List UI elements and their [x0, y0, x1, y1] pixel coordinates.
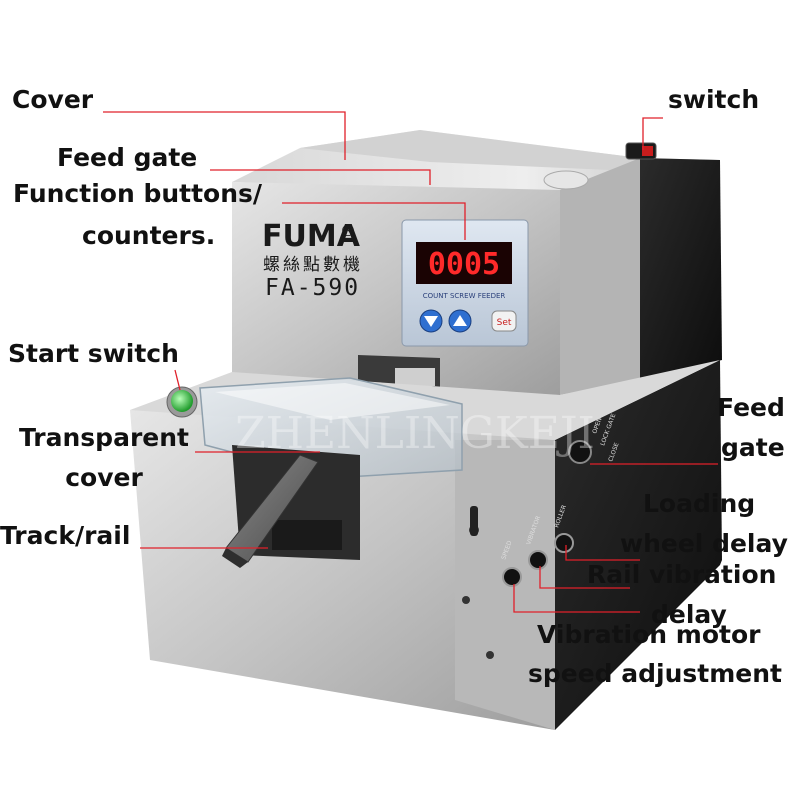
leader-switch: [642, 117, 663, 150]
label-start-switch: Start switch: [8, 339, 179, 368]
leader-lines: [103, 111, 718, 613]
inner-cavity: [272, 520, 342, 550]
watermark: ZHENLINGKEJI: [235, 408, 595, 459]
leader-function-buttons: [282, 202, 466, 240]
leader-start-switch: [174, 369, 181, 391]
upper-right-dark-side: [640, 158, 722, 380]
panel-caption: COUNT SCREW FEEDER: [423, 292, 506, 300]
speed-knob[interactable]: [502, 567, 522, 587]
track-rail: [225, 454, 319, 563]
cover-highlight: [215, 383, 450, 420]
model-text: FA-590: [265, 275, 360, 301]
label-track-rail: Track/rail: [0, 521, 131, 550]
start-switch-button[interactable]: [171, 390, 193, 412]
leader-cover: [103, 111, 346, 160]
label-switch: switch: [668, 85, 760, 114]
top-cap: [543, 170, 589, 190]
side-slot: [470, 506, 478, 536]
label-loading-wheel-2: wheel delay: [620, 529, 788, 558]
label-loading-wheel-1: Loading: [643, 489, 756, 518]
upper-front-side: [560, 158, 640, 395]
slot-bracket: [395, 368, 435, 386]
label-feed-gate-top: Feed gate: [57, 143, 198, 172]
chinese-name: 螺絲點數機: [263, 255, 363, 275]
feed-gate-knob[interactable]: [568, 440, 592, 464]
label-function-buttons-2: counters.: [82, 221, 216, 250]
up-arrow-icon: [453, 315, 467, 326]
top-face-rear: [300, 130, 640, 170]
label-feed-gate-right-2: gate: [721, 433, 785, 462]
screw-hole: [486, 651, 494, 659]
label-vibration-motor-1: Vibration motor: [537, 620, 761, 649]
registered-mark: ®: [340, 221, 356, 240]
label-transparent-cover-2: cover: [65, 463, 143, 492]
led-digits: 0005: [428, 247, 500, 282]
set-button[interactable]: [491, 310, 517, 332]
label-rail-vibration-2: delay: [651, 600, 727, 629]
leader-loading-wheel: [565, 545, 640, 561]
rocker-red-tip: [642, 146, 653, 156]
leader-rail-vibration: [539, 566, 630, 589]
label-transparent-cover-1: Transparent: [19, 423, 189, 452]
vibrator-knob[interactable]: [528, 550, 548, 570]
lower-right-dark-side: [555, 360, 722, 730]
label-vibration-motor-2: speed adjustment: [528, 659, 783, 688]
screw-hole: [462, 596, 470, 604]
set-button-label: Set: [497, 318, 512, 328]
label-rail-vibration-1: Rail vibration: [587, 560, 777, 589]
brand-text: FUMA: [262, 219, 361, 254]
label-feed-gate-right-1: Feed: [717, 393, 785, 422]
roller-knob[interactable]: [554, 533, 574, 553]
right-side-panel: [455, 440, 555, 730]
led-display: [416, 242, 512, 284]
label-function-buttons-1: Function buttons/: [13, 179, 263, 208]
down-arrow-icon: [424, 316, 438, 327]
leader-vibration-motor: [513, 584, 640, 613]
label-cover: Cover: [12, 85, 94, 114]
rail-tip: [222, 548, 248, 568]
leader-feed-gate-top: [210, 169, 431, 185]
